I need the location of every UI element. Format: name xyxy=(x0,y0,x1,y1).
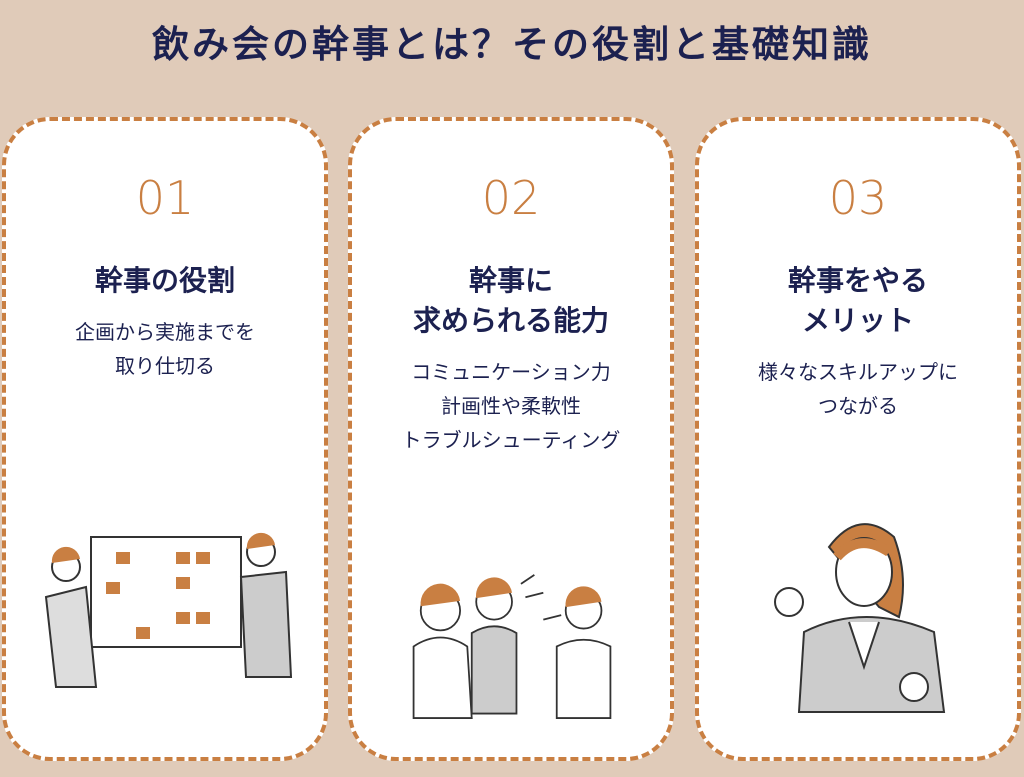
confident-woman-illustration xyxy=(774,523,946,713)
page-title: 飲み会の幹事とは？その役割と基礎知識 xyxy=(152,23,872,66)
description-line: 計画性や柔軟性 xyxy=(441,394,581,418)
card-skills: 02 幹事に 求められる能力 コミュニケーション力 計画性や柔軟性 トラブルシュ… xyxy=(348,117,674,761)
heading-line: 求められる能力 xyxy=(412,304,609,337)
card-number: 01 xyxy=(123,171,214,225)
heading-line: 幹事に xyxy=(468,264,553,297)
card-benefits: 03 幹事をやる メリット 様々なスキルアップに つながる xyxy=(695,117,1021,761)
card-role: 01 幹事の役割 企画から実施までを 取り仕切る xyxy=(2,117,328,761)
card-description: コミュニケーション力 計画性や柔軟性 トラブルシューティング xyxy=(352,355,670,457)
description-line: つながる xyxy=(818,394,898,418)
description-line: コミュニケーション力 xyxy=(411,360,611,384)
heading-line: 幹事をやる xyxy=(787,264,928,297)
heading-line: メリット xyxy=(801,304,914,337)
whiteboard-meeting-illustration xyxy=(44,532,293,688)
card-heading: 幹事に 求められる能力 xyxy=(352,261,670,341)
description-line: 様々なスキルアップに xyxy=(758,360,958,384)
card-description: 様々なスキルアップに つながる xyxy=(699,355,1017,423)
card-heading: 幹事の役割 xyxy=(6,261,324,301)
card-description: 企画から実施までを 取り仕切る xyxy=(6,315,324,383)
card-number: 02 xyxy=(469,171,560,225)
card-heading: 幹事をやる メリット xyxy=(699,261,1017,341)
card-number: 03 xyxy=(816,171,907,225)
description-line: 企画から実施までを xyxy=(75,320,255,344)
heading-line: 幹事の役割 xyxy=(94,264,235,297)
description-line: トラブルシューティング xyxy=(401,428,621,452)
group-conversation-illustration xyxy=(412,574,612,719)
description-line: 取り仕切る xyxy=(115,354,215,378)
